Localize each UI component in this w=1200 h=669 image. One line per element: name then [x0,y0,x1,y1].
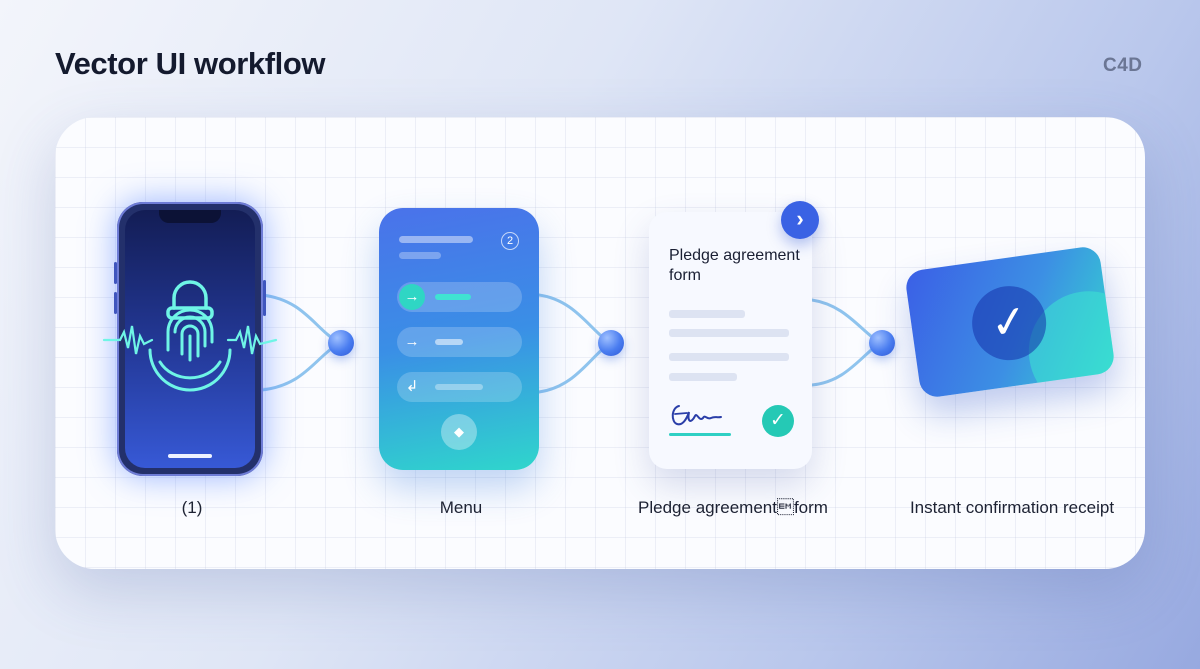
arrow-right-icon: → [404,333,420,350]
pledge-form-card: Pledge agreement form ✓ [649,212,812,469]
connector-dot-2 [598,330,624,356]
menu-card: 2 → → ↲ ◆ [379,208,539,470]
phone-notch [159,210,221,223]
c4d-badge: C4D [1103,55,1143,76]
menu-row-1[interactable]: → [397,282,522,312]
fingerprint-lock-icon [102,280,278,392]
page-title: Vector UI workflow [55,46,326,81]
menu-row-text [435,294,471,300]
confirmation-receipt-card: ✓ [904,244,1116,400]
connector-dot-1 [328,330,354,356]
form-check-icon: ✓ [762,405,794,437]
signature-icon [671,405,722,426]
menu-row-text [435,339,463,345]
return-arrow-icon: ↲ [405,378,419,395]
signature-line [669,433,731,436]
connector-dot-3 [869,330,895,356]
arrow-right-icon: → [399,284,425,310]
menu-row-3[interactable]: ↲ [397,372,522,402]
step-4-label: Instant confirmation receipt [909,498,1115,517]
form-field-line [669,329,789,337]
menu-action-button[interactable]: ◆ [441,414,477,450]
menu-row-text [435,384,483,390]
next-arrow-button[interactable]: › [781,201,819,239]
phone-power-button [263,280,266,316]
step-1-label: (1) [181,498,203,517]
form-title: Pledge agreement form [669,247,800,284]
form-field-line [669,353,789,361]
form-field-line [669,373,737,381]
menu-subtitle-bar [399,252,441,259]
phone-volume-button [114,292,117,314]
phone-home-bar [168,454,212,458]
step-2-label: Menu [439,498,483,517]
form-field-line [669,310,745,318]
step-3-label: Pledge agreementform [638,498,828,517]
menu-step-number: 2 [501,232,519,250]
phone-volume-button [114,262,117,284]
menu-title-bar [399,236,473,243]
menu-row-2[interactable]: → [397,327,522,357]
